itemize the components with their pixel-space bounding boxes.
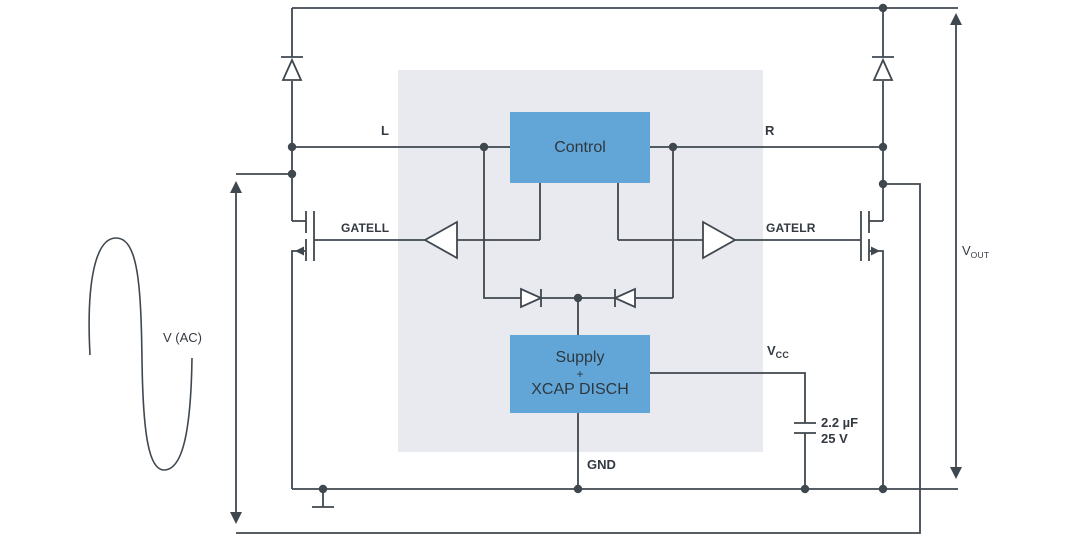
ac-return-wire — [236, 183, 921, 534]
right-bridge-diode-icon — [872, 56, 894, 81]
net-label-gnd: GND — [587, 457, 616, 472]
capacitor-rating-label: 25 V — [821, 431, 848, 446]
right-branch-wire — [650, 8, 884, 221]
net-label-r: R — [765, 123, 775, 138]
vac-measure-arrow — [230, 181, 242, 524]
capacitor-value-label: 2.2 µF — [821, 415, 859, 430]
vac-label: V (AC) — [163, 330, 202, 345]
net-label-gatelr: GATELR — [766, 221, 816, 235]
vout-label-base: V — [962, 243, 971, 258]
supply-block: Supply + XCAP DISCH — [510, 335, 650, 413]
control-block-label: Control — [554, 138, 606, 156]
left-mosfet-icon — [291, 211, 315, 489]
right-gate-buffer-icon — [617, 183, 861, 260]
net-label-gatell: GATELL — [341, 221, 390, 235]
left-branch-wire — [236, 8, 510, 221]
net-label-l: L — [381, 123, 389, 138]
supply-block-line3: XCAP DISCH — [531, 381, 629, 398]
right-mosfet-icon — [860, 211, 884, 489]
supply-block-line2: + — [576, 367, 584, 381]
vout-measure-arrow — [950, 13, 962, 479]
vcc-wire — [650, 372, 806, 489]
left-gate-buffer-icon — [314, 183, 541, 260]
control-block: Control — [510, 112, 650, 183]
capacitor-icon — [794, 422, 816, 434]
supply-block-line1: Supply — [555, 349, 605, 366]
left-bridge-diode-icon — [281, 56, 303, 81]
vout-label-sub: OUT — [970, 250, 990, 260]
ac-sine-wave-icon — [88, 237, 193, 471]
vcc-label-base: V — [767, 343, 776, 358]
vcc-label: VCC — [767, 343, 790, 360]
vcc-label-sub: CC — [775, 350, 790, 360]
junction-dots — [287, 3, 888, 494]
vout-label: VOUT — [962, 243, 990, 260]
